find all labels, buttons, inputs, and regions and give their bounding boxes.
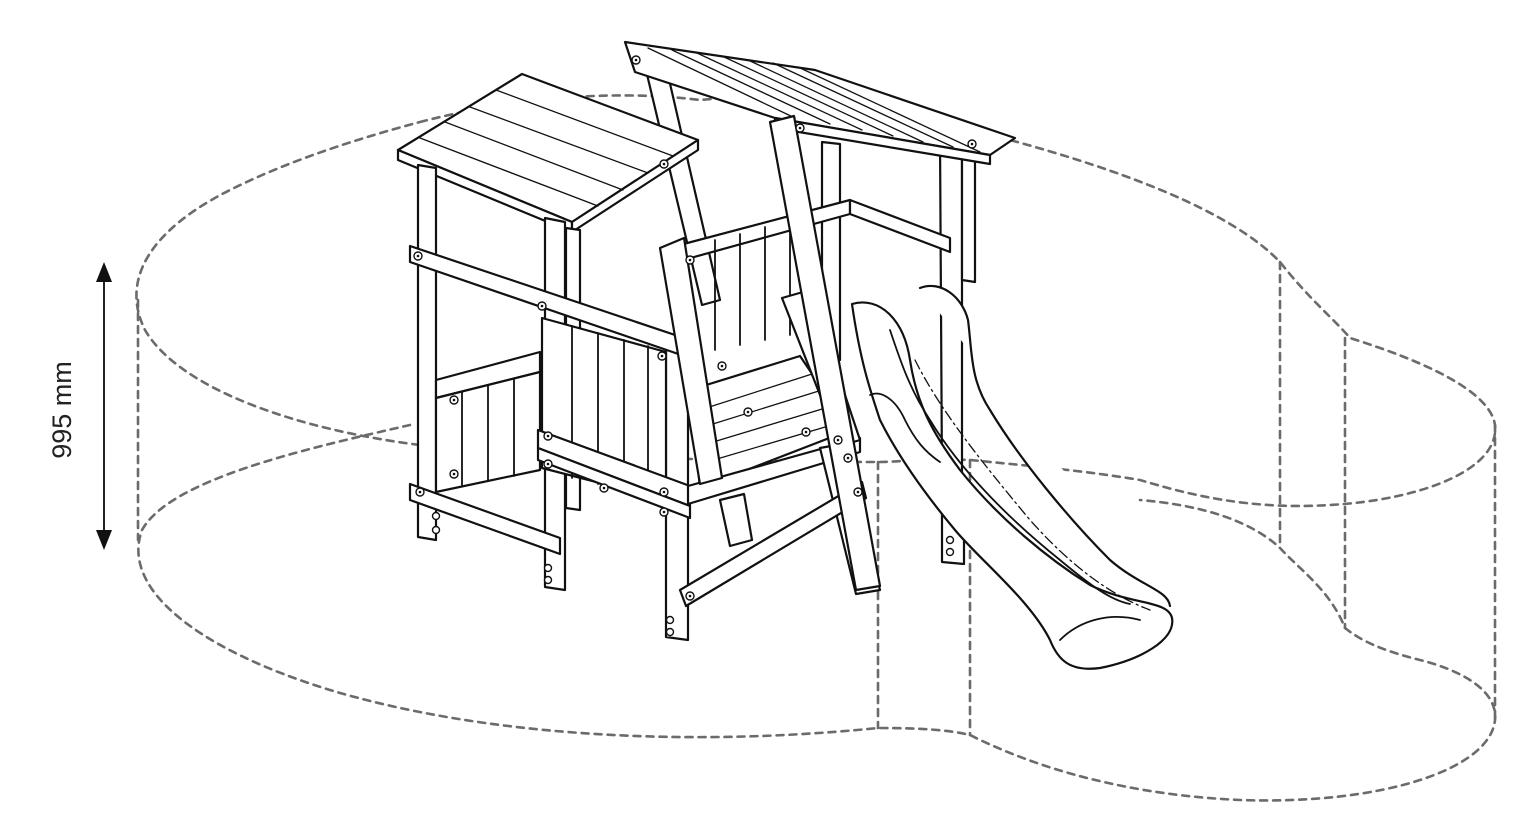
bolt-icon xyxy=(449,469,459,479)
bolt-icon xyxy=(685,255,695,265)
bolt-icon xyxy=(659,487,669,497)
bolt-icon xyxy=(543,563,553,573)
bolt-icon xyxy=(843,453,853,463)
arrow-up-icon xyxy=(96,262,112,282)
bolt-icon xyxy=(659,159,669,169)
arrow-down-icon xyxy=(96,530,112,550)
bolt-icon xyxy=(743,407,753,417)
bolt-icon xyxy=(945,547,955,557)
lower-beams xyxy=(408,428,692,556)
right-roof xyxy=(623,40,1017,166)
bolt-icon xyxy=(413,251,423,261)
bolt-icon xyxy=(967,139,977,149)
safety-zone xyxy=(135,94,1497,802)
deck xyxy=(686,354,862,506)
diagonal-beam xyxy=(658,114,882,592)
slide xyxy=(850,284,1174,670)
bolt-icon xyxy=(685,591,695,601)
bolt-icon xyxy=(543,575,553,585)
bolt-icon xyxy=(717,361,727,371)
bolt-icon xyxy=(853,487,863,497)
bolt-icon xyxy=(431,525,441,535)
bolt-icon xyxy=(665,615,675,625)
bolt-icon xyxy=(431,511,441,521)
bolt-icon xyxy=(659,507,669,517)
bolts xyxy=(413,55,977,637)
height-dimension: 995 mm xyxy=(47,262,112,550)
play-structure xyxy=(396,40,1174,670)
bolt-icon xyxy=(599,483,609,493)
bolt-icon xyxy=(543,459,553,469)
side-railing xyxy=(434,350,542,494)
bolt-icon xyxy=(415,487,425,497)
bolt-icon xyxy=(657,351,667,361)
bolt-icon xyxy=(945,535,955,545)
bolt-icon xyxy=(543,431,553,441)
bolt-icon xyxy=(537,301,547,311)
dimension-label: 995 mm xyxy=(47,361,77,459)
bolt-icon xyxy=(801,427,811,437)
bolt-icon xyxy=(833,435,843,445)
bolt-icon xyxy=(795,123,805,133)
bolt-icon xyxy=(449,395,459,405)
bolt-icon xyxy=(665,627,675,637)
bolt-icon xyxy=(631,55,641,65)
